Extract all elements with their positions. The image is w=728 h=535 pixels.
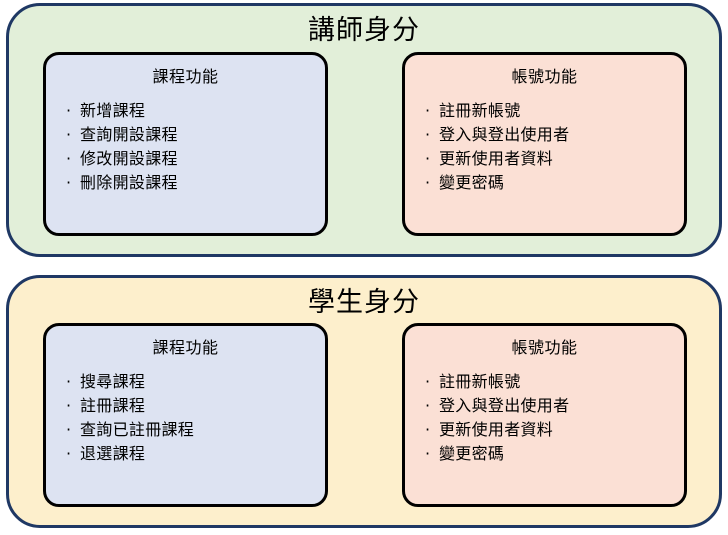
list-account-functions-student: · 註冊新帳號 · 登入與登出使用者 · 更新使用者資料 · 變更密碼	[405, 370, 684, 466]
list-account-functions-instructor: · 註冊新帳號 · 登入與登出使用者 · 更新使用者資料 · 變更密碼	[405, 99, 684, 195]
bullet-icon: ·	[425, 396, 431, 416]
list-item-label: 變更密碼	[439, 444, 505, 464]
panel-account-functions-student: 帳號功能 · 註冊新帳號 · 登入與登出使用者 · 更新使用者資料 · 變更密碼	[402, 323, 687, 507]
bullet-icon: ·	[425, 372, 431, 392]
panel-title-course-functions: 課程功能	[152, 66, 219, 86]
list-item-label: 搜尋課程	[80, 372, 146, 392]
bullet-icon: ·	[425, 420, 431, 440]
bullet-icon: ·	[66, 444, 72, 464]
list-item: · 註冊課程	[66, 394, 325, 418]
list-item-label: 登入與登出使用者	[439, 124, 570, 144]
bullet-icon: ·	[66, 148, 72, 168]
list-item: · 更新使用者資料	[425, 147, 684, 171]
list-course-functions-instructor: · 新增課程 · 查詢開設課程 · 修改開設課程 · 刪除開設課程	[46, 99, 325, 195]
list-item-label: 修改開設課程	[80, 148, 178, 168]
panel-title-course-functions: 課程功能	[152, 338, 219, 358]
list-item-label: 更新使用者資料	[439, 148, 554, 168]
role-section-student: 學生身分 課程功能 · 搜尋課程 · 註冊課程 · 查詢已註冊課程 · 退選課程	[6, 274, 722, 528]
panel-course-functions-instructor: 課程功能 · 新增課程 · 查詢開設課程 · 修改開設課程 · 刪除開設課程	[43, 51, 328, 236]
list-item: · 新增課程	[66, 99, 325, 123]
list-item-label: 註冊課程	[80, 396, 146, 416]
bullet-icon: ·	[425, 100, 431, 120]
list-item: · 修改開設課程	[66, 147, 325, 171]
list-item: · 註冊新帳號	[425, 99, 684, 123]
list-item-label: 更新使用者資料	[439, 420, 554, 440]
bullet-icon: ·	[66, 100, 72, 120]
list-item: · 變更密碼	[425, 171, 684, 195]
list-item: · 登入與登出使用者	[425, 123, 684, 147]
list-item: · 登入與登出使用者	[425, 394, 684, 418]
list-item-label: 註冊新帳號	[439, 100, 521, 120]
panel-title-account-functions: 帳號功能	[511, 338, 578, 358]
list-item-label: 註冊新帳號	[439, 372, 521, 392]
list-item-label: 變更密碼	[439, 172, 505, 192]
list-item: · 更新使用者資料	[425, 418, 684, 442]
list-item-label: 登入與登出使用者	[439, 396, 570, 416]
list-item-label: 新增課程	[80, 100, 146, 120]
role-title-instructor: 講師身分	[308, 15, 420, 46]
bullet-icon: ·	[66, 396, 72, 416]
bullet-icon: ·	[66, 172, 72, 192]
list-item: · 註冊新帳號	[425, 370, 684, 394]
panel-course-functions-student: 課程功能 · 搜尋課程 · 註冊課程 · 查詢已註冊課程 · 退選課程	[43, 323, 328, 507]
list-item-label: 退選課程	[80, 444, 146, 464]
list-item-label: 刪除開設課程	[80, 172, 178, 192]
bullet-icon: ·	[425, 148, 431, 168]
bullet-icon: ·	[425, 172, 431, 192]
panel-account-functions-instructor: 帳號功能 · 註冊新帳號 · 登入與登出使用者 · 更新使用者資料 · 變更密碼	[402, 51, 687, 236]
role-section-instructor: 講師身分 課程功能 · 新增課程 · 查詢開設課程 · 修改開設課程 · 刪除開設課程	[6, 3, 722, 257]
panel-title-account-functions: 帳號功能	[511, 66, 578, 86]
list-item-label: 查詢開設課程	[80, 124, 178, 144]
panel-row-student: 課程功能 · 搜尋課程 · 註冊課程 · 查詢已註冊課程 · 退選課程	[9, 323, 719, 525]
list-item: · 查詢開設課程	[66, 123, 325, 147]
list-item-label: 查詢已註冊課程	[80, 420, 195, 440]
list-item: · 查詢已註冊課程	[66, 418, 325, 442]
list-item: · 變更密碼	[425, 442, 684, 466]
list-item: · 退選課程	[66, 442, 325, 466]
list-course-functions-student: · 搜尋課程 · 註冊課程 · 查詢已註冊課程 · 退選課程	[46, 370, 325, 466]
bullet-icon: ·	[425, 124, 431, 144]
bullet-icon: ·	[425, 444, 431, 464]
panel-row-instructor: 課程功能 · 新增課程 · 查詢開設課程 · 修改開設課程 · 刪除開設課程	[9, 51, 719, 254]
list-item: · 搜尋課程	[66, 370, 325, 394]
bullet-icon: ·	[66, 124, 72, 144]
role-title-student: 學生身分	[308, 286, 420, 318]
list-item: · 刪除開設課程	[66, 171, 325, 195]
bullet-icon: ·	[66, 420, 72, 440]
bullet-icon: ·	[66, 372, 72, 392]
